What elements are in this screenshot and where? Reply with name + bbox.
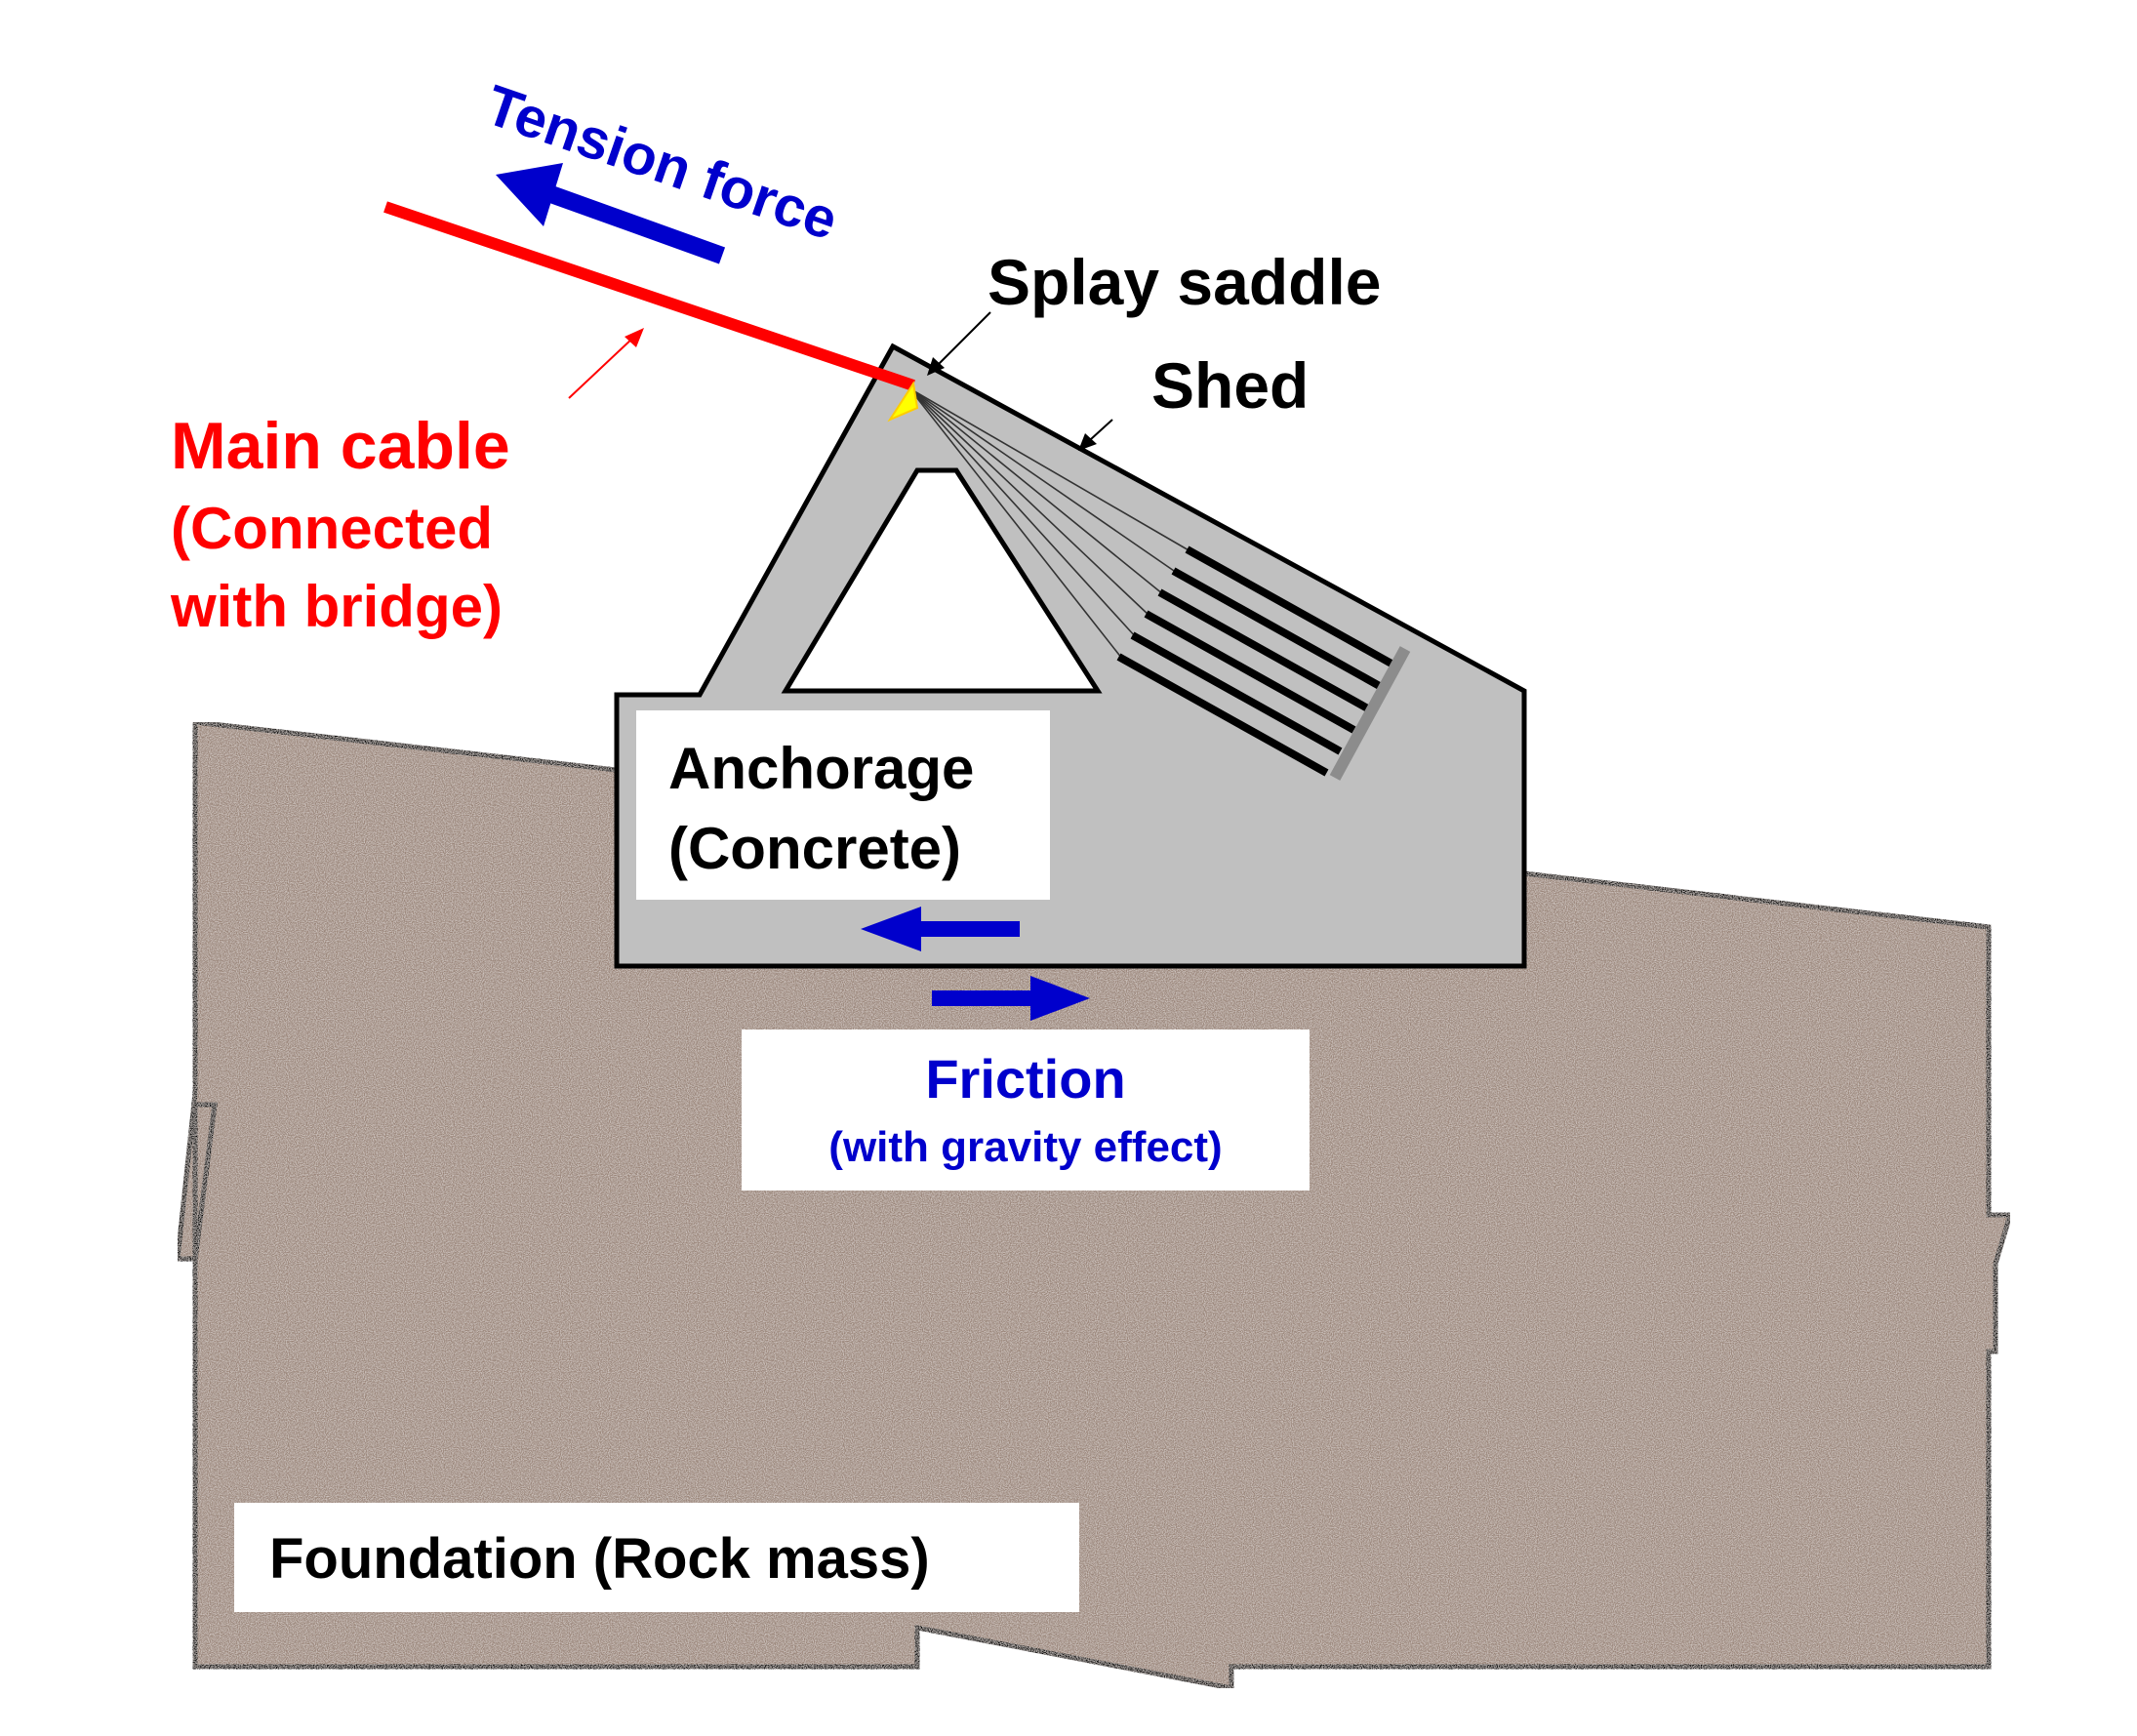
splay-saddle-leader bbox=[936, 311, 991, 367]
strand bbox=[908, 387, 1137, 638]
strand bbox=[908, 387, 1191, 552]
main-cable-leader bbox=[568, 336, 635, 399]
friction-label-box bbox=[742, 1029, 1310, 1191]
anchorage-note: (Concrete) bbox=[668, 816, 961, 881]
strand bbox=[908, 387, 1178, 574]
anchor-bar bbox=[1171, 567, 1384, 691]
main-cable bbox=[383, 201, 915, 391]
friction-arrow-left bbox=[861, 907, 1020, 951]
splay-saddle bbox=[887, 381, 919, 423]
anchor-bar bbox=[1157, 588, 1370, 712]
strand-anchors bbox=[1116, 545, 1397, 777]
shed-label: Shed bbox=[1151, 349, 1309, 422]
main-cable-label: Main cable bbox=[171, 409, 510, 483]
strand bbox=[908, 387, 1150, 617]
anchor-bar bbox=[1116, 653, 1329, 777]
shed-leader bbox=[1090, 419, 1113, 440]
foundation-label: Foundation (Rock mass) bbox=[269, 1527, 930, 1591]
anchorage-label-box bbox=[636, 710, 1050, 900]
main-cable-note-line1: (Connected bbox=[171, 496, 493, 561]
anchorage-label: Anchorage bbox=[668, 736, 974, 801]
anchor-bar bbox=[1185, 545, 1397, 669]
friction-note: (with gravity effect) bbox=[828, 1123, 1222, 1171]
strand bbox=[908, 387, 1164, 595]
foundation-label-box bbox=[234, 1503, 1079, 1612]
friction-label: Friction bbox=[925, 1048, 1125, 1110]
tension-force-arrow bbox=[496, 163, 726, 264]
splay-saddle-label: Splay saddle bbox=[988, 246, 1382, 318]
main-cable-note-line2: with bridge) bbox=[170, 574, 503, 639]
anchor-bar bbox=[1144, 610, 1356, 734]
anchor-bar bbox=[1130, 631, 1343, 755]
anchorage-void bbox=[781, 467, 1103, 694]
strand bbox=[908, 387, 1123, 660]
leader-lines bbox=[568, 311, 1113, 451]
splay-strands bbox=[908, 387, 1191, 660]
friction-arrow-right bbox=[932, 976, 1090, 1021]
bearing-plate bbox=[1329, 646, 1411, 781]
